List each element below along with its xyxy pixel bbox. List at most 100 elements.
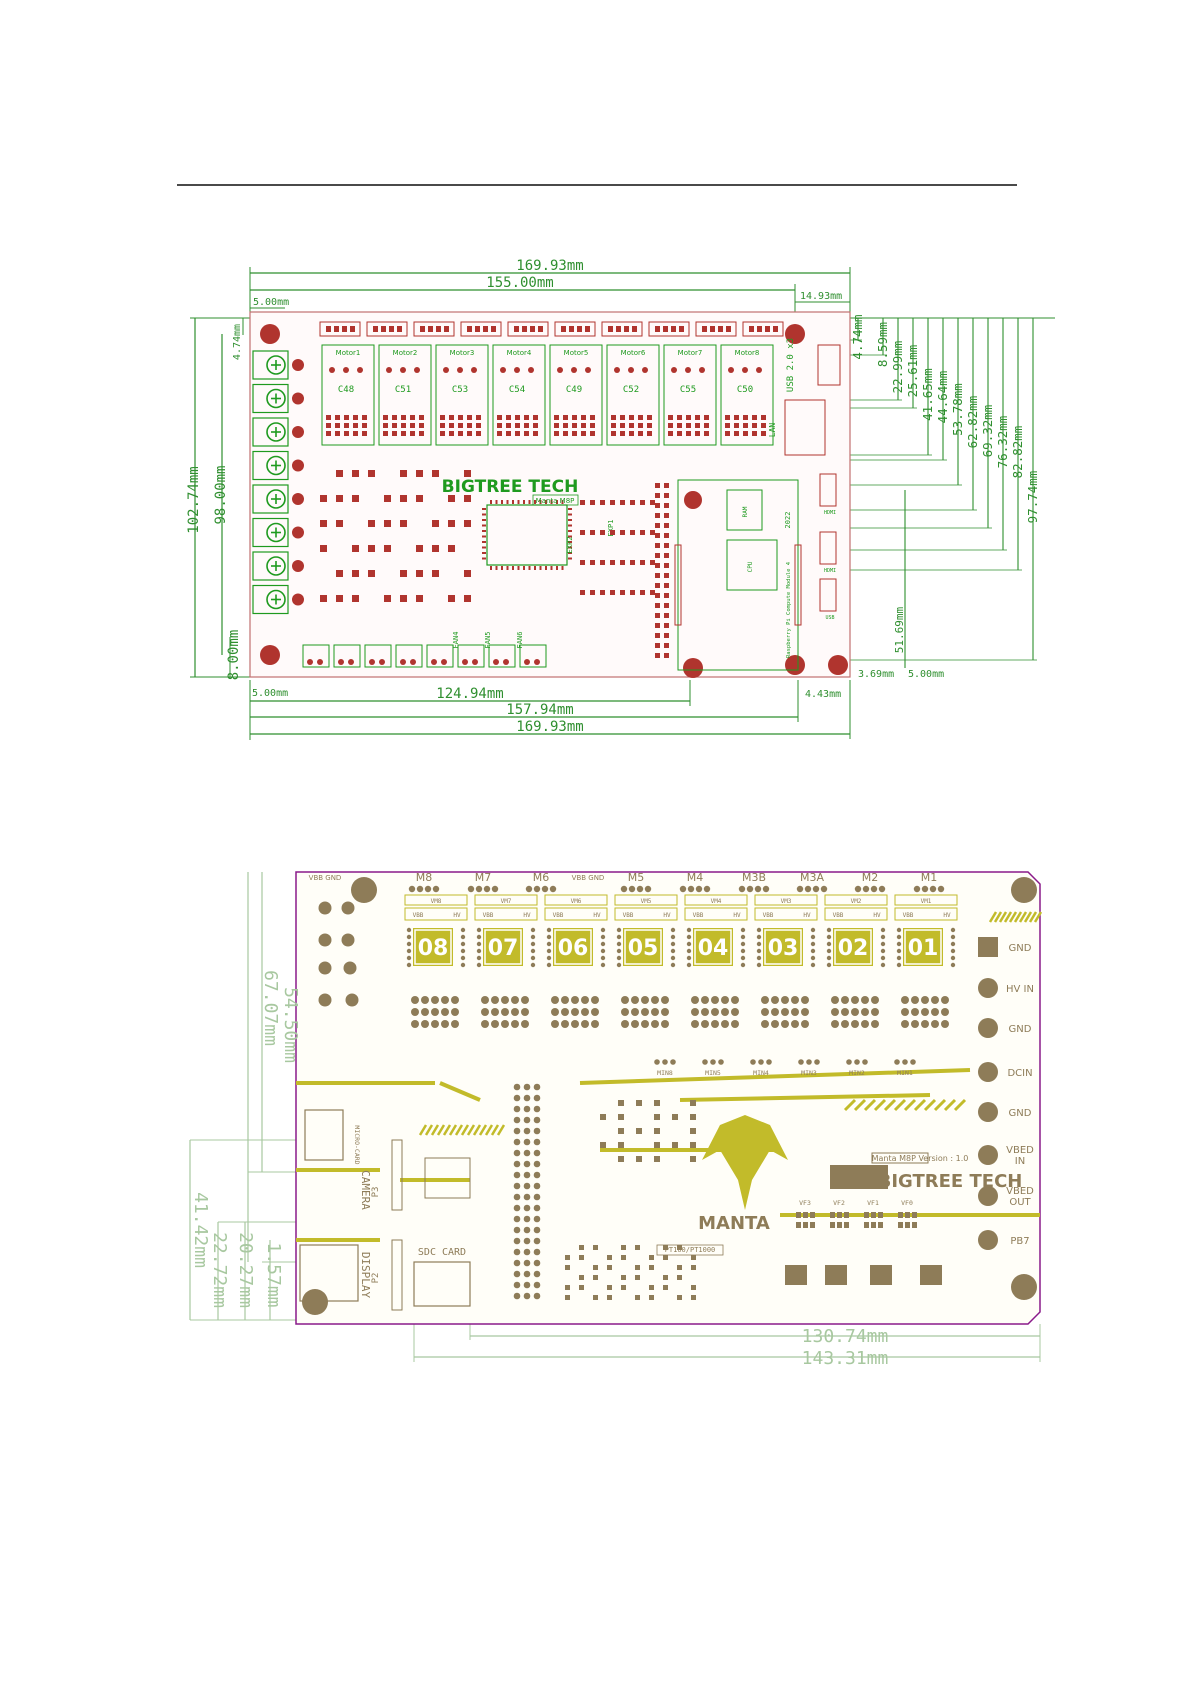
hv-label-05: HV xyxy=(663,912,671,919)
power-label-6-b: OUT xyxy=(1009,1197,1031,1208)
pin xyxy=(743,415,748,420)
vm-box-05 xyxy=(614,894,678,906)
terminal-screw-4 xyxy=(266,489,286,509)
pin xyxy=(482,552,486,554)
pin xyxy=(765,326,770,332)
driver-number-box-02 xyxy=(833,928,873,966)
driver-number-inner-03 xyxy=(764,929,802,965)
header-pin xyxy=(644,885,652,893)
vbb-hv-box-03 xyxy=(754,907,818,921)
power-pad-5 xyxy=(978,1145,998,1165)
pin xyxy=(761,423,766,428)
terminal-screw-3 xyxy=(266,455,286,476)
dim-right-text-10: 82.82mm xyxy=(1010,426,1025,479)
driver-pad xyxy=(571,996,579,1004)
gpio-pin xyxy=(533,1171,541,1179)
gpio-pin xyxy=(523,1182,531,1190)
bottom-connector-6 xyxy=(488,644,516,668)
power-terminal-6 xyxy=(252,551,289,581)
gpio-pin xyxy=(655,493,660,498)
via xyxy=(670,934,676,940)
bottom-pad xyxy=(663,1285,668,1290)
driver-pad xyxy=(841,1020,849,1028)
pin xyxy=(383,423,388,428)
gpio-pin xyxy=(664,543,669,548)
driver-number-inner-02 xyxy=(834,929,872,965)
via xyxy=(950,941,956,947)
pin xyxy=(383,415,388,420)
model-version-label: Manta M8P Version : 1.0 xyxy=(872,1154,969,1163)
via xyxy=(600,948,606,954)
dim-total-height-text: 102.74mm xyxy=(186,466,202,533)
misc-pad xyxy=(580,590,585,595)
hatch-r xyxy=(993,911,1003,923)
pin xyxy=(563,423,568,428)
motor-header-M1: M1 xyxy=(921,871,938,884)
via xyxy=(414,367,420,373)
via xyxy=(671,367,677,373)
misc-pad xyxy=(352,570,359,577)
misc-pad xyxy=(368,545,375,552)
dim-67-07-text: 67.07mm xyxy=(260,970,281,1046)
misc-pad xyxy=(352,545,359,552)
driver-pad xyxy=(591,996,599,1004)
driver-pad xyxy=(631,996,639,1004)
via xyxy=(826,962,832,968)
bottom-connector-5 xyxy=(457,644,485,668)
misc-pad xyxy=(416,595,423,602)
dim-total-width-text: 169.93mm xyxy=(516,258,583,274)
vf-pad xyxy=(898,1212,903,1218)
pin xyxy=(686,423,691,428)
dim-1-57-text: 1.57mm xyxy=(263,1242,284,1307)
misc-pad xyxy=(464,495,471,502)
power-pad-6 xyxy=(978,1186,998,1206)
vf-pad xyxy=(810,1212,815,1218)
bottom-connector-0 xyxy=(302,644,330,668)
driver-number-inner-06 xyxy=(554,929,592,965)
driver-pad xyxy=(711,1020,719,1028)
ram-label: RAM xyxy=(742,506,749,517)
driver-pad xyxy=(771,1008,779,1016)
min-label-MIN1: MIN1 xyxy=(897,1069,913,1077)
via xyxy=(530,955,536,961)
driver-pad xyxy=(421,1020,429,1028)
pad xyxy=(348,659,354,665)
driver-pad xyxy=(851,1008,859,1016)
display-connector xyxy=(299,1244,359,1302)
driver-pad xyxy=(511,996,519,1004)
mount-hole-0 xyxy=(260,324,280,344)
mount-hole-2 xyxy=(260,645,280,665)
pin xyxy=(476,415,481,420)
power-label-5-b: IN xyxy=(1015,1156,1025,1167)
motor-header-M8: M8 xyxy=(416,871,433,884)
via xyxy=(756,962,762,968)
power-pad-3 xyxy=(978,1062,998,1082)
power-pad-4 xyxy=(978,1102,998,1122)
vbb-label-01: VBB xyxy=(903,912,914,919)
pad xyxy=(379,659,385,665)
motor-driver-1 xyxy=(321,344,375,446)
header-pin xyxy=(491,885,499,893)
pad xyxy=(431,659,437,665)
pin xyxy=(638,431,643,436)
power-pad-square xyxy=(978,937,998,957)
driver-pad xyxy=(501,1008,509,1016)
side-port-label-0: HDMI xyxy=(824,510,836,516)
driver-pad xyxy=(721,1020,729,1028)
via xyxy=(810,927,816,933)
hatch xyxy=(883,1098,897,1112)
bottom-connector-3 xyxy=(395,644,423,668)
driver-pad xyxy=(411,996,419,1004)
misc-pad xyxy=(352,595,359,602)
via xyxy=(686,941,692,947)
top-connector-2 xyxy=(413,321,455,337)
misc-pad xyxy=(650,560,655,565)
exp2-label: EXP2 xyxy=(566,537,574,554)
gpio-pin xyxy=(664,573,669,578)
vm-label-04: VM4 xyxy=(711,898,722,905)
header-pin xyxy=(754,885,762,893)
power-label-5-a: VBED xyxy=(1006,1145,1034,1156)
pin xyxy=(704,415,709,420)
pin xyxy=(568,508,572,510)
vf-pad xyxy=(796,1212,801,1218)
